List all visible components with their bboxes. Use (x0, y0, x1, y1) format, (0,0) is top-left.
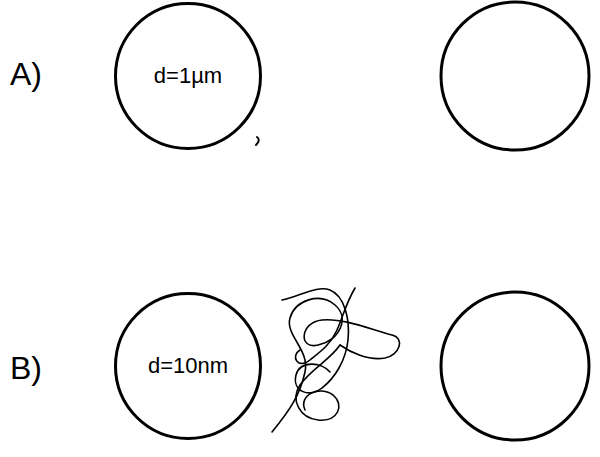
diameter-label: d=1µm (154, 63, 222, 89)
particle-circle (441, 292, 589, 440)
particle-circle (441, 2, 589, 150)
polymer-chain-small (256, 137, 259, 145)
panel-label: B) (10, 350, 42, 387)
polymer-chain (272, 288, 399, 432)
diameter-label: d=10nm (148, 353, 228, 379)
circle-outline (116, 294, 261, 439)
particle-circle: d=1µm (114, 2, 262, 150)
particle-circle: d=10nm (114, 292, 262, 440)
circle-outline (116, 4, 261, 149)
panel-label: A) (10, 56, 42, 93)
